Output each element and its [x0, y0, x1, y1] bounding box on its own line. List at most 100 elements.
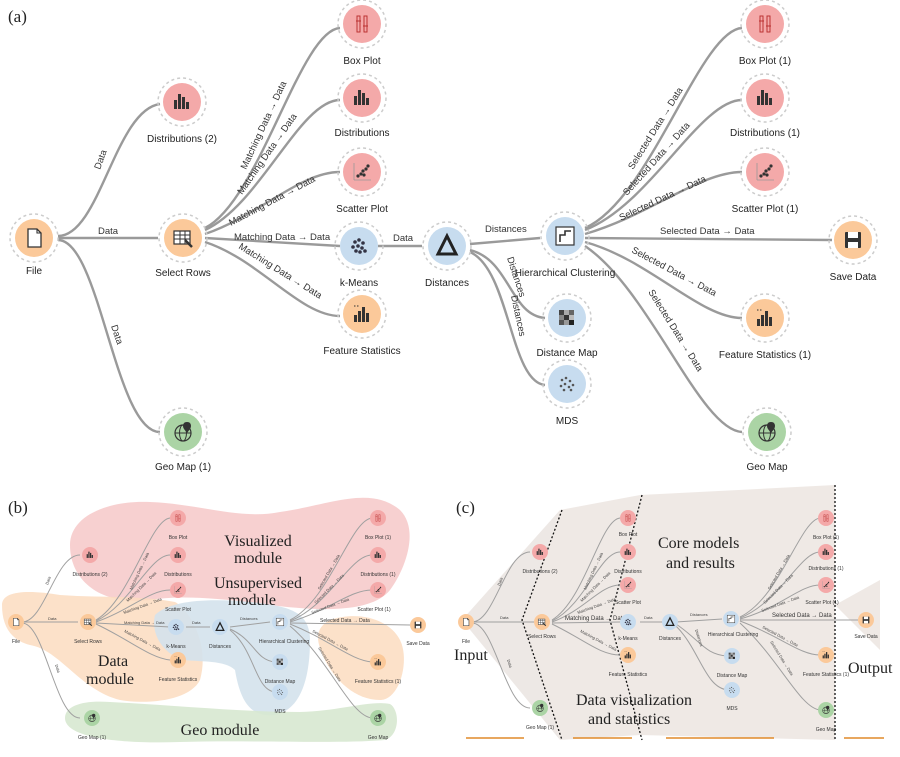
node-scatter-plot-1[interactable] — [370, 582, 386, 598]
node-distributions-1[interactable] — [818, 544, 834, 560]
node-save-data[interactable] — [410, 617, 426, 633]
node-k-means[interactable]: k-Means — [334, 221, 384, 289]
panel-c-node-labels: File Distributions (2) Select Rows Geo M… — [462, 532, 878, 733]
node-feature-statistics-1[interactable] — [370, 654, 386, 670]
node-distributions[interactable] — [620, 544, 636, 560]
node-file[interactable] — [458, 614, 474, 630]
node-hierarchical-clustering[interactable]: Hierarchical Clustering — [515, 211, 616, 279]
node-distributions-2[interactable] — [82, 547, 98, 563]
node-scatter-plot-1[interactable]: Scatter Plot (1) — [732, 147, 799, 215]
visualized-module-region — [70, 497, 410, 610]
edge-distances-mds — [469, 250, 546, 387]
output-region — [835, 580, 880, 650]
node-distance-map[interactable]: Distance Map — [536, 293, 598, 359]
edge-hier-distributions1 — [584, 98, 743, 232]
node-geo-map[interactable]: Geo Map — [742, 407, 792, 473]
save-icon — [862, 616, 870, 624]
node-distances[interactable]: Distances — [422, 221, 472, 289]
node-label: Distributions — [334, 128, 389, 139]
module-label-visualized: module — [234, 550, 282, 567]
node-file[interactable] — [8, 614, 24, 630]
node-box-plot-1[interactable] — [818, 510, 834, 526]
node-select-rows[interactable] — [534, 614, 550, 630]
node-label: k-Means — [166, 644, 186, 650]
node-geo-map[interactable] — [818, 702, 834, 718]
node-label: Geo Map — [368, 735, 389, 741]
node-distributions-1[interactable] — [370, 547, 386, 563]
node-distances[interactable] — [662, 614, 678, 630]
node-feature-statistics-1[interactable] — [818, 647, 834, 663]
panel-a-edges — [57, 26, 833, 434]
save-icon — [845, 232, 861, 248]
node-distance-map[interactable] — [724, 648, 740, 664]
node-box-plot-1[interactable] — [370, 510, 386, 526]
edge-file-geomap — [57, 238, 161, 434]
panel-b-label: (b) — [8, 498, 28, 517]
panel-b-modules — [2, 497, 410, 743]
node-distributions-2[interactable] — [532, 544, 548, 560]
node-geo-map-1[interactable]: Geo Map (1) — [155, 407, 211, 473]
node-distances[interactable] — [212, 619, 228, 635]
node-scatter-plot[interactable] — [620, 577, 636, 593]
module-label-unsupervised: Unsupervised — [214, 575, 302, 592]
node-k-means[interactable] — [168, 619, 184, 635]
edge-label: Data — [192, 620, 201, 625]
node-scatter-plot-1[interactable] — [818, 577, 834, 593]
node-save-data[interactable] — [858, 612, 874, 628]
node-geo-map-1[interactable] — [532, 700, 548, 716]
node-distributions-2[interactable]: Distributions (2) — [147, 77, 217, 145]
node-label: MDS — [556, 416, 579, 427]
node-feature-statistics[interactable]: Feature Statistics — [323, 289, 401, 357]
node-scatter-plot[interactable]: Scatter Plot — [336, 147, 388, 215]
dendrogram-icon — [726, 614, 736, 624]
edge-hier-featurestats1 — [584, 240, 743, 320]
node-label: Geo Map — [816, 727, 837, 733]
save-icon — [414, 621, 422, 629]
edge-label: Data — [98, 226, 119, 237]
node-box-plot-1[interactable]: Box Plot (1) — [739, 0, 791, 67]
node-mds[interactable]: MDS — [542, 359, 592, 427]
node-save-data[interactable]: Save Data — [828, 215, 878, 283]
core-models-region — [610, 485, 835, 740]
node-feature-statistics[interactable] — [620, 647, 636, 663]
node-label: Save Data — [854, 634, 878, 640]
node-label: Feature Statistics (1) — [803, 672, 849, 678]
node-hierarchical-clustering[interactable] — [723, 611, 739, 627]
node-k-means[interactable] — [620, 614, 636, 630]
node-distributions[interactable] — [170, 547, 186, 563]
node-box-plot[interactable] — [620, 510, 636, 526]
node-geo-map[interactable] — [370, 710, 386, 726]
edge-hier-savedata — [584, 236, 833, 242]
node-box-plot[interactable]: Box Plot — [337, 0, 387, 67]
module-label-unsupervised: module — [228, 592, 276, 609]
node-file[interactable]: File — [9, 213, 59, 277]
node-select-rows[interactable]: Select Rows — [155, 213, 211, 279]
node-feature-statistics[interactable] — [170, 652, 186, 668]
panel-c-regions — [462, 485, 884, 741]
data-module-right-region — [318, 616, 404, 700]
unsupervised-module-region — [154, 600, 310, 716]
node-label: Feature Statistics — [323, 346, 400, 357]
node-geo-map-1[interactable] — [84, 710, 100, 726]
edge-label: Matching Data → Data — [565, 616, 626, 622]
node-label: Feature Statistics — [159, 677, 198, 683]
node-hierarchical-clustering[interactable] — [272, 614, 288, 630]
node-distance-map[interactable] — [272, 654, 288, 670]
node-label: Distributions (2) — [72, 572, 107, 578]
node-scatter-plot[interactable] — [170, 582, 186, 598]
dendrogram-icon — [555, 226, 575, 246]
node-select-rows[interactable] — [80, 614, 96, 630]
node-feature-statistics-1[interactable]: Feature Statistics (1) — [719, 293, 811, 361]
node-distributions[interactable]: Distributions — [334, 73, 390, 139]
node-mds[interactable] — [272, 684, 288, 700]
node-distributions-1[interactable]: Distributions (1) — [730, 73, 800, 139]
edge-label: Data — [48, 616, 57, 621]
node-label: Distance Map — [717, 673, 748, 679]
node-mds[interactable] — [724, 682, 740, 698]
node-label: Select Rows — [74, 639, 102, 645]
node-label: MDS — [726, 706, 738, 712]
panel-b-edges — [21, 517, 411, 719]
node-box-plot[interactable] — [170, 510, 186, 526]
